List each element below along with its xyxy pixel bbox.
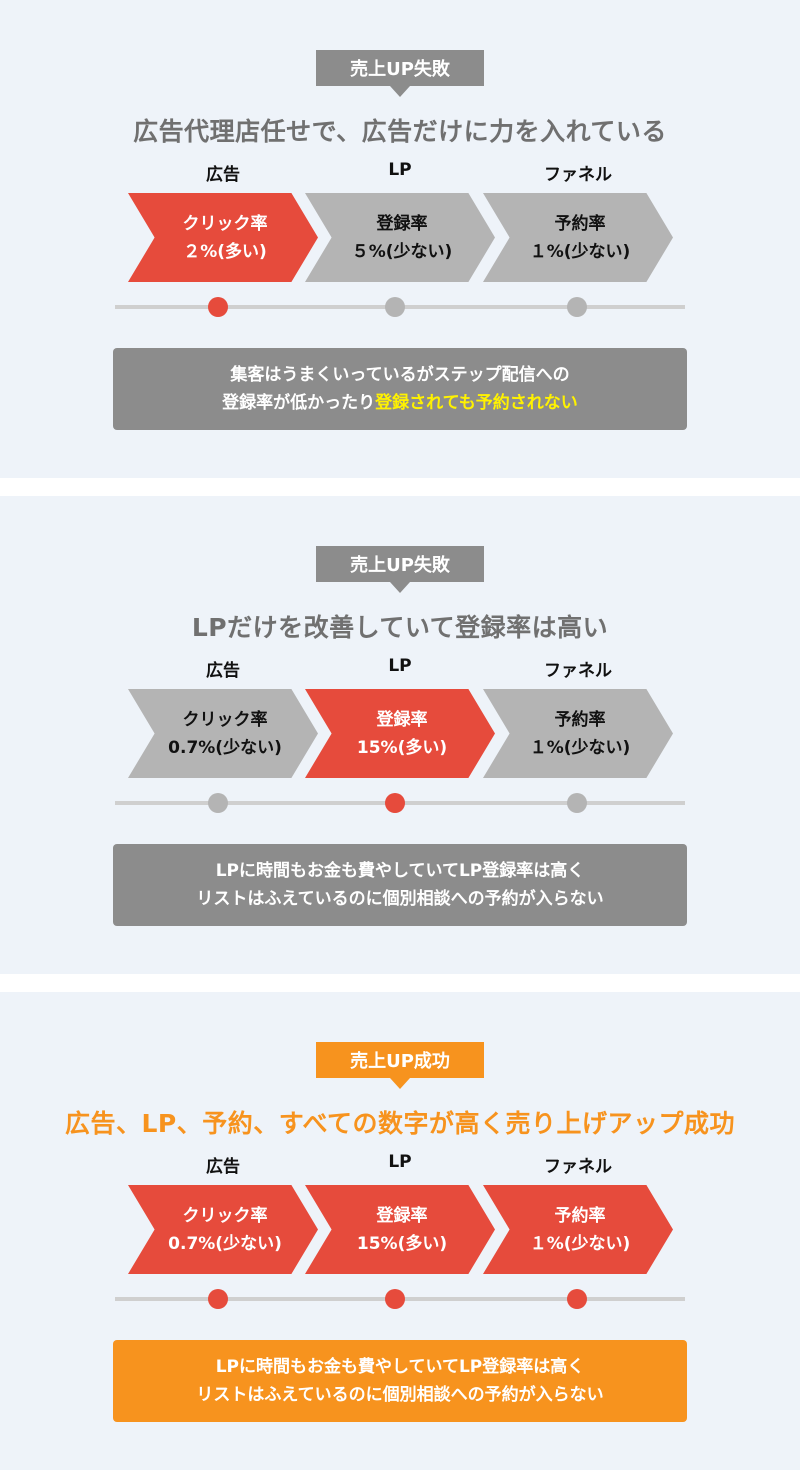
- timeline-dot: [567, 297, 587, 317]
- timeline-dot: [567, 793, 587, 813]
- panel-2: 売上UP失敗 LPだけを改善していて登録率は高い広告 クリック率 0.7%(少な…: [0, 496, 800, 974]
- timeline-dot: [208, 1289, 228, 1309]
- step-label: 予約率: [554, 709, 606, 730]
- message-box: 集客はうまくいっているがステップ配信への登録率が低かったり登録されても予約されな…: [113, 348, 687, 430]
- timeline-dot: [385, 793, 405, 813]
- step-value: ５%(少ない): [351, 241, 453, 262]
- message-box: LPに時間もお金も費やしていてLP登録率は高くリストはふえているのに個別相談への…: [113, 844, 687, 926]
- message-line-1: LPに時間もお金も費やしていてLP登録率は高く: [215, 861, 585, 881]
- column-label: 広告: [206, 1157, 240, 1177]
- funnel-step: 予約率 １%(少ない): [483, 193, 673, 282]
- funnel-step: クリック率 0.7%(少ない): [128, 1185, 318, 1274]
- result-badge: 売上UP失敗: [316, 50, 484, 97]
- step-label: 予約率: [554, 1205, 606, 1226]
- step-value: 15%(多い): [356, 1233, 448, 1254]
- timeline-dot: [208, 793, 228, 813]
- step-value: １%(少ない): [529, 241, 631, 262]
- funnel-step: 予約率 １%(少ない): [483, 689, 673, 778]
- step-value: 15%(多い): [356, 737, 448, 758]
- timeline-dot: [385, 297, 405, 317]
- step-value: ２%(多い): [183, 241, 267, 262]
- step-label: クリック率: [182, 1205, 268, 1226]
- message-box: LPに時間もお金も費やしていてLP登録率は高くリストはふえているのに個別相談への…: [113, 1340, 687, 1422]
- panel-title: 広告、LP、予約、すべての数字が高く売り上げアップ成功: [64, 1109, 735, 1138]
- column-label: 広告: [206, 165, 240, 185]
- column-label: ファネル: [544, 1157, 612, 1177]
- timeline-dot: [567, 1289, 587, 1309]
- message-line-2: リストはふえているのに個別相談への予約が入らない: [196, 889, 604, 909]
- message-text: 登録率が低かったり: [222, 393, 376, 413]
- step-label: 登録率: [376, 213, 428, 234]
- funnel-step: クリック率 ２%(多い): [128, 193, 318, 282]
- column-label: ファネル: [544, 165, 612, 185]
- message-line-2: リストはふえているのに個別相談への予約が入らない: [196, 1385, 604, 1405]
- result-badge: 売上UP失敗: [316, 546, 484, 593]
- timeline-dot: [208, 297, 228, 317]
- column-label: LP: [388, 656, 412, 676]
- column-label: LP: [388, 160, 412, 180]
- step-value: １%(少ない): [529, 737, 631, 758]
- funnel-step: 登録率 ５%(少ない): [305, 193, 495, 282]
- message-line-2: 登録率が低かったり登録されても予約されない: [222, 389, 578, 417]
- step-value: 0.7%(少ない): [168, 1233, 282, 1254]
- message-line-1: 集客はうまくいっているがステップ配信への: [230, 365, 570, 385]
- funnel-step: 予約率 １%(少ない): [483, 1185, 673, 1274]
- column-label: 広告: [206, 661, 240, 681]
- funnel-step: クリック率 0.7%(少ない): [128, 689, 318, 778]
- panel-3: 売上UP成功 広告、LP、予約、すべての数字が高く売り上げアップ成功広告 クリッ…: [0, 992, 800, 1470]
- step-label: 予約率: [554, 213, 606, 234]
- step-value: 0.7%(少ない): [168, 737, 282, 758]
- column-label: ファネル: [544, 661, 612, 681]
- step-label: 登録率: [376, 709, 428, 730]
- step-value: １%(少ない): [529, 1233, 631, 1254]
- step-label: クリック率: [182, 213, 268, 234]
- panel-title: 広告代理店任せで、広告だけに力を入れている: [133, 117, 667, 146]
- message-line-1: LPに時間もお金も費やしていてLP登録率は高く: [215, 1357, 585, 1377]
- panel-title: LPだけを改善していて登録率は高い: [191, 613, 609, 642]
- column-label: LP: [388, 1152, 412, 1172]
- result-badge: 売上UP成功: [316, 1042, 484, 1089]
- funnel-step: 登録率 15%(多い): [305, 1185, 495, 1274]
- step-label: 登録率: [376, 1205, 428, 1226]
- funnel-step: 登録率 15%(多い): [305, 689, 495, 778]
- timeline-dot: [385, 1289, 405, 1309]
- panel-1: 売上UP失敗 広告代理店任せで、広告だけに力を入れている広告 クリック率 ２%(…: [0, 0, 800, 478]
- message-highlight: 登録されても予約されない: [375, 393, 578, 413]
- step-label: クリック率: [182, 709, 268, 730]
